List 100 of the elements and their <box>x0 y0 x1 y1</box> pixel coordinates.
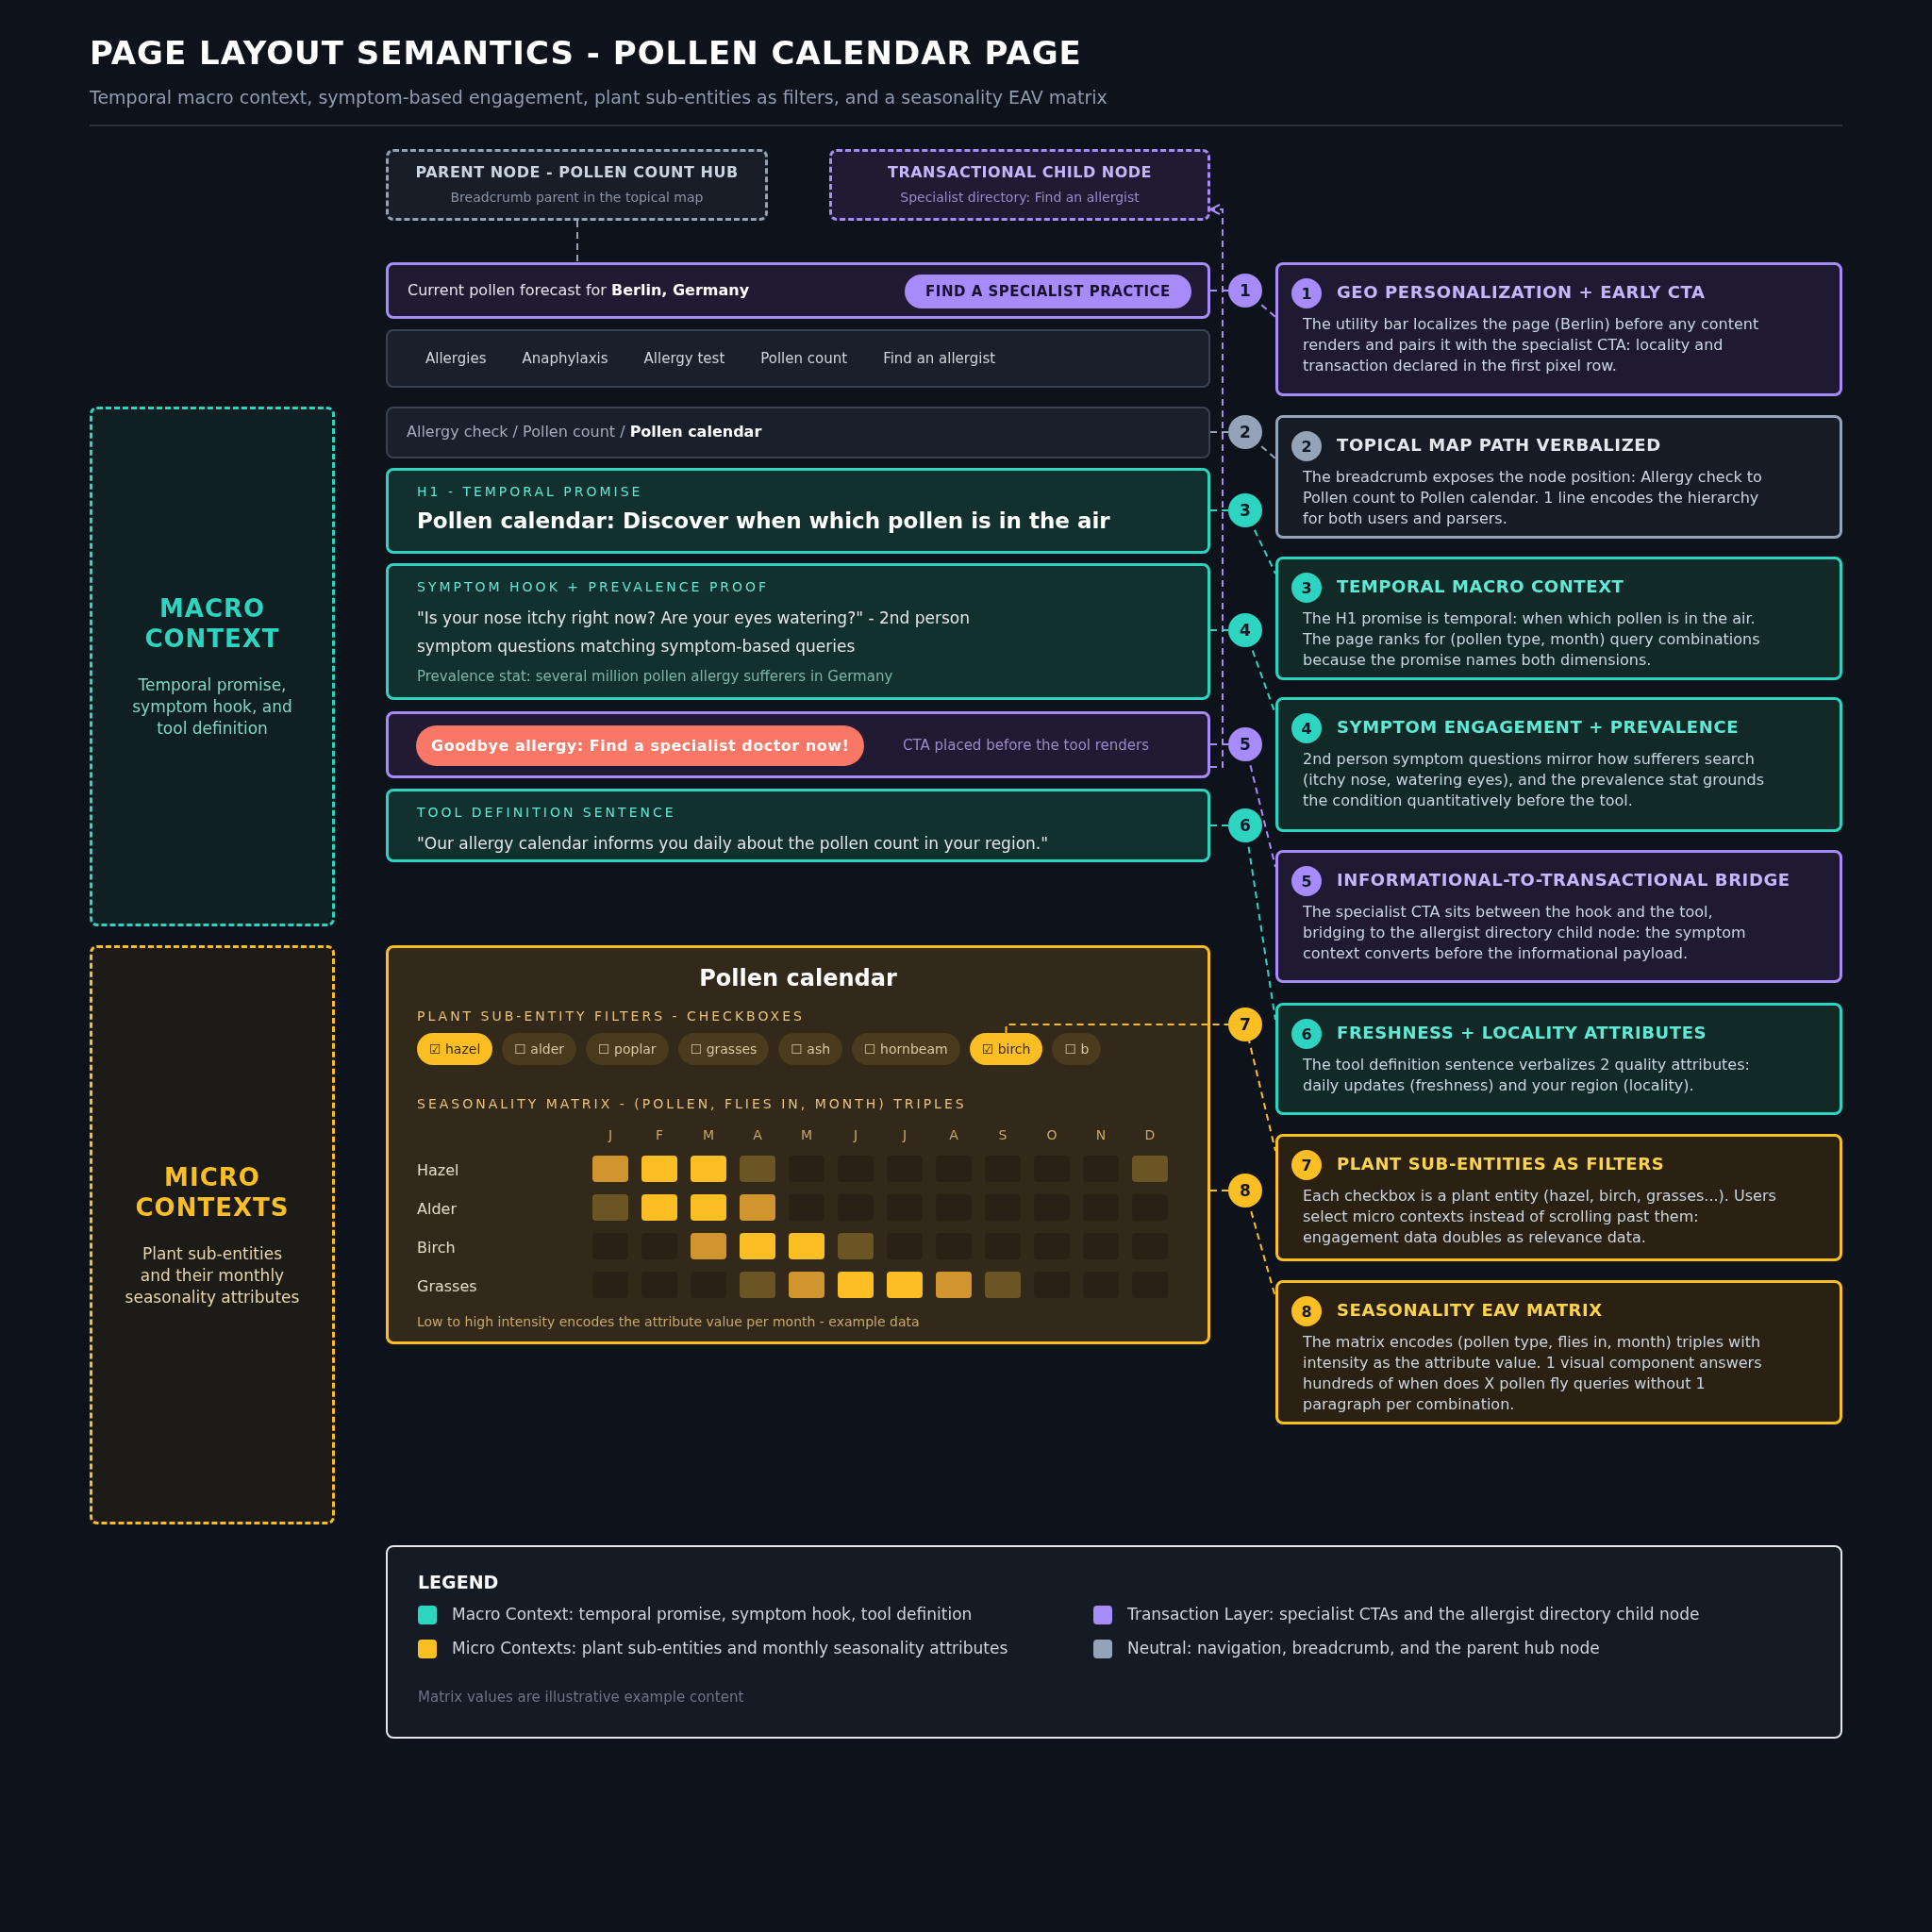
breadcrumb-trail: Allergy check / Pollen count / Pollen calendar <box>407 422 762 442</box>
child-node-box <box>829 149 1210 221</box>
cta-band <box>386 711 1210 778</box>
definition-panel <box>386 789 1210 862</box>
section-label: H1 - TEMPORAL PROMISE <box>417 484 644 499</box>
utility-bar <box>386 262 1210 319</box>
row-label: Alder <box>417 1200 457 1218</box>
leader-line <box>1209 824 1276 1021</box>
card-text: Each checkbox is a plant entity (hazel, birch, grasses...). Users select micro contexts instead of scrolling past them: engagement data doubles as relevance data. <box>1303 1186 1777 1248</box>
section-label: TOOL DEFINITION SENTENCE <box>417 805 677 820</box>
node-title: TRANSACTIONAL CHILD NODE <box>887 163 1153 181</box>
card-heading: TOPICAL MAP PATH VERBALIZED <box>1337 435 1661 455</box>
page-subtitle: Temporal macro context, symptom-based engagement, plant sub-entities as filters, and a seasonality EAV matrix <box>90 87 1108 108</box>
card-heading: SEASONALITY EAV MATRIX <box>1337 1300 1603 1320</box>
location-text: Current pollen forecast for Berlin, Germany <box>408 280 750 301</box>
card-text: The matrix encodes (pollen type, flies in, month) triples with intensity as the attribute value. 1 visual component answers hundreds of when does X pollen fly queries without 1 paragraph per combination. <box>1303 1332 1763 1415</box>
legend-text: Neutral: navigation, breadcrumb, and the parent hub node <box>1127 1639 1600 1657</box>
widget-title: Pollen calendar <box>698 965 898 991</box>
callout-number: 8 <box>1228 1174 1262 1208</box>
heading-panel <box>386 468 1210 554</box>
annotation-card <box>1275 697 1842 832</box>
sidebar-text: Temporal promise, symptom hook, and tool definition <box>131 675 293 740</box>
cta-button: FIND A SPECIALIST PRACTICE <box>905 275 1191 308</box>
callout-number: 5 <box>1228 727 1262 761</box>
card-text: The H1 promise is temporal: when which pollen is in the air. The page ranks for (pollen type, month) query combinations because the promise names both dimensions. <box>1303 608 1761 671</box>
filter-chip: ☑ hazel <box>417 1033 493 1065</box>
hook-panel <box>386 563 1210 700</box>
nav-link: Anaphylaxis <box>522 350 608 367</box>
filter-chip: ☐ b <box>1052 1033 1102 1065</box>
filter-chip: ☐ hornbeam <box>852 1033 960 1065</box>
number-badge: 8 <box>1291 1296 1322 1326</box>
note-text: CTA placed before the tool renders <box>903 735 1150 756</box>
callout-number: 1 <box>1228 274 1262 308</box>
node-title: PARENT NODE - POLLEN COUNT HUB <box>414 163 740 181</box>
leader-line <box>1209 743 1276 868</box>
month-label: J <box>852 1127 859 1142</box>
note-text: Matrix values are illustrative example content <box>418 1689 744 1706</box>
filter-chip: ☐ alder <box>502 1033 577 1065</box>
card-text: The utility bar localizes the page (Berlin) before any content renders and pairs it with the specialist CTA: locality and transaction declared in the first pixel row. <box>1303 314 1760 376</box>
section-label: SEASONALITY MATRIX - (POLLEN, FLIES IN, MONTH) TRIPLES <box>417 1096 967 1111</box>
month-label: S <box>997 1127 1008 1142</box>
row-label: Hazel <box>417 1161 459 1179</box>
card-text: The breadcrumb exposes the node position: Allergy check to Pollen count to Pollen calendar. 1 line encodes the hierarchy for both users and parsers. <box>1303 467 1763 529</box>
card-heading: INFORMATIONAL-TO-TRANSACTIONAL BRIDGE <box>1337 870 1790 890</box>
annotation-card <box>1275 415 1842 539</box>
number-badge: 5 <box>1291 866 1322 896</box>
row-label: Birch <box>417 1239 456 1257</box>
leader-line <box>1209 509 1276 575</box>
sidebar-panel <box>90 407 335 926</box>
section-label: SYMPTOM HOOK + PREVALENCE PROOF <box>417 579 771 594</box>
stat-text: Prevalence stat: several million pollen allergy sufferers in Germany <box>417 668 894 685</box>
sidebar-heading: MICRO CONTEXTS <box>134 1161 291 1223</box>
page-heading: Pollen calendar: Discover when which pollen is in the air <box>417 508 1111 533</box>
annotation-card <box>1275 1280 1842 1424</box>
legend-text: Macro Context: temporal promise, symptom hook, tool definition <box>452 1605 973 1624</box>
number-badge: 1 <box>1291 278 1322 308</box>
callout-number: 2 <box>1228 415 1262 449</box>
section-label: PLANT SUB-ENTITY FILTERS - CHECKBOXES <box>417 1008 805 1024</box>
connector-arrow <box>1209 204 1224 768</box>
number-badge: 6 <box>1291 1019 1322 1049</box>
card-text: The specialist CTA sits between the hook and the tool, bridging to the allergist directory child node: the symptom context converts before the informational payload. <box>1303 902 1747 964</box>
annotation-card <box>1275 1134 1842 1261</box>
callout-number: 4 <box>1228 613 1262 647</box>
month-label: N <box>1094 1127 1108 1142</box>
annotation-card <box>1275 1003 1842 1115</box>
page-title: PAGE LAYOUT SEMANTICS - POLLEN CALENDAR PAGE <box>90 34 1082 72</box>
nav-link: Allergy test <box>643 350 725 367</box>
breadcrumb-bar <box>386 407 1210 458</box>
number-badge: 4 <box>1291 713 1322 743</box>
month-label: J <box>607 1127 614 1142</box>
annotation-card <box>1275 262 1842 396</box>
connector-line <box>576 220 578 263</box>
cta-button: Goodbye allergy: Find a specialist doctor now! <box>416 725 865 766</box>
nav-link: Allergies <box>425 350 487 367</box>
number-badge: 7 <box>1291 1150 1322 1180</box>
sidebar-panel <box>90 945 335 1524</box>
legend-text: Transaction Layer: specialist CTAs and the allergist directory child node <box>1127 1605 1700 1624</box>
annotation-card <box>1275 557 1842 680</box>
callout-number: 6 <box>1228 808 1262 842</box>
filter-chip: ☑ birch <box>969 1033 1043 1065</box>
month-label: J <box>901 1127 908 1142</box>
quote-text: "Is your nose itchy right now? Are your eyes watering?" - 2nd person symptom questions matching symptom-based queries <box>417 608 971 658</box>
card-heading: GEO PERSONALIZATION + EARLY CTA <box>1337 282 1706 302</box>
card-heading: SYMPTOM ENGAGEMENT + PREVALENCE <box>1337 717 1740 737</box>
card-heading: FRESHNESS + LOCALITY ATTRIBUTES <box>1337 1023 1707 1042</box>
card-text: 2nd person symptom questions mirror how sufferers search (itchy nose, watering eyes), and the prevalence stat grounds the condition quantitatively before the tool. <box>1303 749 1765 811</box>
nav-link: Pollen count <box>760 350 848 367</box>
callout-number: 3 <box>1228 493 1262 527</box>
quote-text: "Our allergy calendar informs you daily about the pollen count in your region." <box>417 833 1050 855</box>
filter-chip: ☐ grasses <box>677 1033 770 1065</box>
footnote-text: Low to high intensity encodes the attribute value per month - example data <box>417 1314 920 1329</box>
month-label: O <box>1045 1127 1058 1142</box>
leader-line <box>1005 1024 1276 1152</box>
month-label: F <box>654 1127 665 1142</box>
month-label: M <box>701 1127 716 1142</box>
legend-text: Micro Contexts: plant sub-entities and monthly seasonality attributes <box>452 1639 1008 1657</box>
month-label: A <box>948 1127 959 1142</box>
month-label: M <box>799 1127 814 1142</box>
legend-title: LEGEND <box>418 1572 499 1592</box>
callout-number: 7 <box>1228 1008 1262 1041</box>
